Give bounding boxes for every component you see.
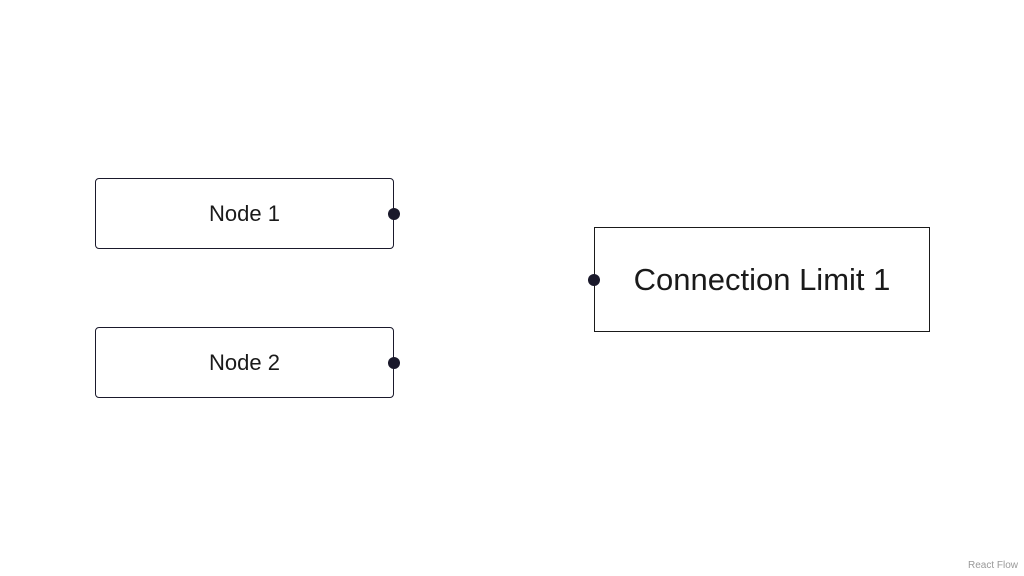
react-flow-attribution[interactable]: React Flow [964,558,1021,573]
node-2-label: Node 2 [209,349,280,375]
node-2-source-handle[interactable] [388,356,400,369]
node-1[interactable]: Node 1 [95,178,400,249]
node-2[interactable]: Node 2 [95,327,400,398]
node-1-label: Node 1 [209,200,280,226]
connection-limit-node[interactable]: Connection Limit 1 [588,227,930,332]
node-1-source-handle[interactable] [388,207,400,220]
connection-limit-label: Connection Limit 1 [633,261,891,297]
connection-limit-target-handle[interactable] [588,273,600,286]
attribution-label[interactable]: React Flow [967,560,1018,571]
